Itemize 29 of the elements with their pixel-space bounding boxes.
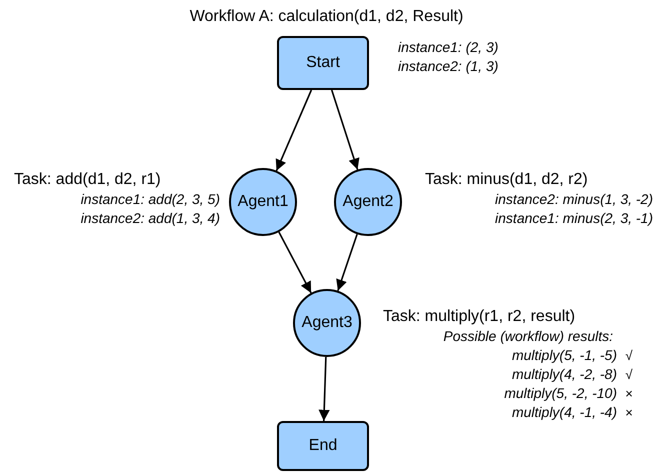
arrow [336, 234, 358, 292]
task-text: Task: multiply(r1, r2, result) [383, 307, 576, 327]
result-text: multiply(4, -1, -4) [512, 403, 617, 422]
process-box: End [277, 421, 369, 471]
result-text: multiply(5, -1, -5) [512, 346, 617, 365]
agent-circle: Agent2 [334, 168, 402, 236]
result-text: multiply(4, -2, -8) [512, 365, 617, 384]
instance-text: instance1: add(2, 3, 5) [80, 190, 220, 209]
results-heading: Possible (workflow) results: [443, 327, 613, 346]
result-mark: √ [625, 347, 633, 365]
arrow [330, 90, 360, 170]
arrow [318, 356, 330, 422]
instance-text: instance1: (2, 3) [398, 38, 498, 57]
task-text: Task: add(d1, d2, r1) [14, 170, 161, 190]
arrow [276, 90, 312, 172]
result-mark: √ [625, 366, 633, 384]
instance-text: instance1: minus(2, 3, -1) [495, 209, 653, 228]
arrow [278, 232, 312, 294]
instance-text: instance2: add(1, 3, 4) [80, 209, 220, 228]
agent-circle: Agent3 [293, 289, 361, 357]
task-text: Task: minus(d1, d2, r2) [425, 170, 588, 190]
result-mark: × [625, 385, 633, 403]
agent-circle: Agent1 [229, 168, 297, 236]
result-mark: × [625, 404, 633, 422]
diagram-title: Workflow A: calculation(d1, d2, Result) [188, 8, 464, 26]
process-box: Start [277, 36, 369, 90]
instance-text: instance2: minus(1, 3, -2) [495, 190, 653, 209]
result-text: multiply(5, -2, -10) [504, 384, 617, 403]
instance-text: instance2: (1, 3) [398, 57, 498, 76]
